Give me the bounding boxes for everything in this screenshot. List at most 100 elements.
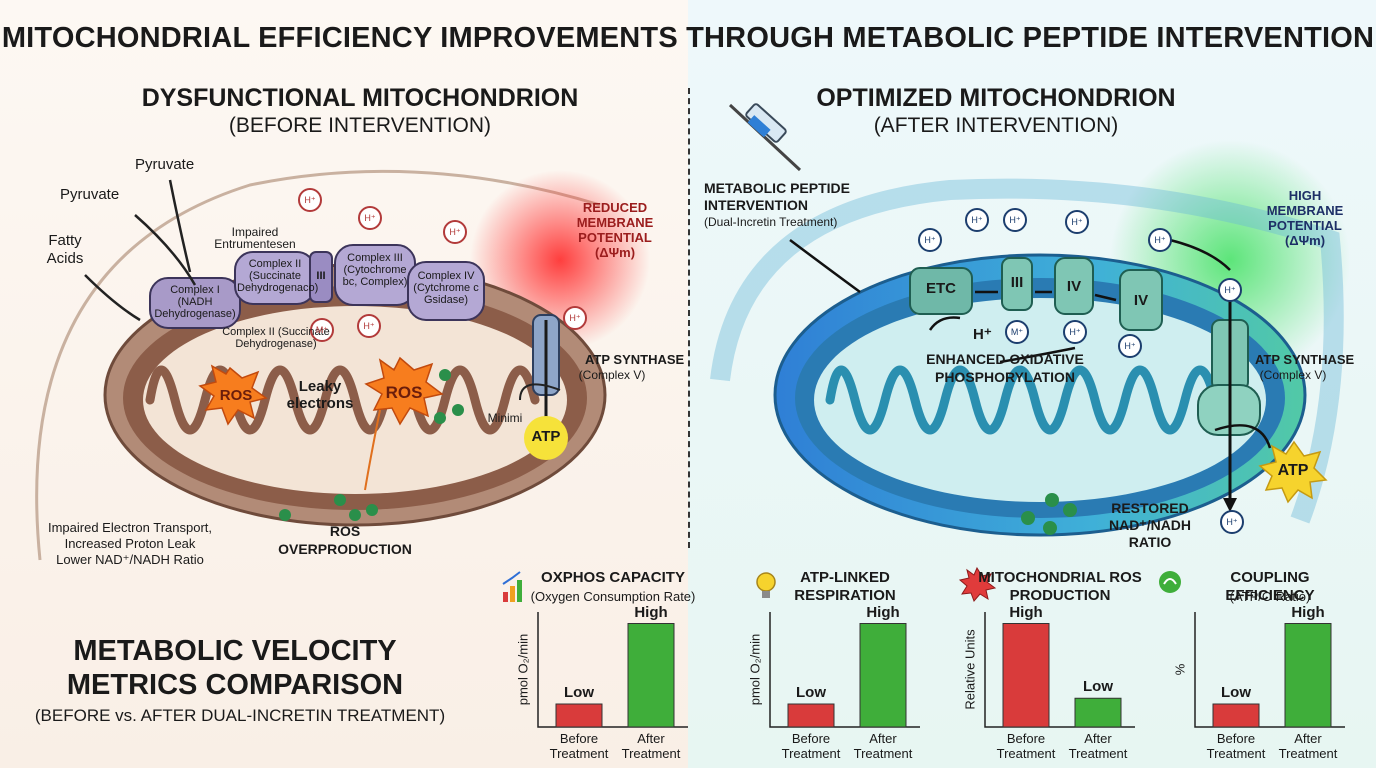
h-ion: H⁺ bbox=[304, 195, 316, 205]
metric-category-2-1: After Treatment bbox=[1068, 731, 1128, 761]
complex-5-right: (Complex V) bbox=[1259, 368, 1327, 382]
metric-bar-2-0 bbox=[1002, 623, 1050, 728]
h-ion: H⁺ bbox=[449, 227, 461, 237]
syringe-icon bbox=[728, 103, 802, 172]
metric-value-label-2-0: High bbox=[1009, 603, 1043, 621]
complex-1-label: Complex I (NADH Dehydrogenase) bbox=[154, 284, 236, 320]
metric-value-label-1-0: Low bbox=[796, 684, 826, 701]
bar-chart-icon bbox=[502, 571, 522, 602]
input-pyruvate-1: Pyruvate bbox=[135, 156, 195, 173]
atp-right: ATP bbox=[1277, 462, 1309, 479]
complex-3-roman: III bbox=[316, 270, 326, 282]
h-ion: H⁺ bbox=[1124, 341, 1136, 351]
metric-title-3: COUPLING EFFICIENCY bbox=[1225, 569, 1315, 604]
metric-category-0-1: After Treatment bbox=[621, 731, 681, 761]
main-title: MITOCHONDRIAL EFFICIENCY IMPROVEMENTS TH… bbox=[1, 22, 1375, 54]
metric-category-3-1: After Treatment bbox=[1278, 731, 1338, 761]
restored-ratio: RESTORED NAD⁺/NADH RATIO bbox=[1108, 500, 1192, 550]
left-subtitle: (BEFORE INTERVENTION) bbox=[228, 114, 492, 137]
impaired-note-2: Increased Proton Leak bbox=[64, 536, 196, 551]
metric-subtitle-0: (Oxygen Consumption Rate) bbox=[530, 589, 696, 604]
metric-bar-0-1 bbox=[627, 623, 675, 728]
metric-value-label-2-1: Low bbox=[1083, 678, 1113, 696]
h-ion: H⁺ bbox=[363, 321, 375, 331]
high-potential: HIGH MEMBRANE POTENTIAL (ΔΨm) bbox=[1266, 188, 1344, 248]
right-subtitle: (AFTER INTERVENTION) bbox=[873, 114, 1119, 137]
impaired-note-1: Impaired Electron Transport, bbox=[47, 520, 213, 535]
h-ion: H⁺ bbox=[924, 235, 936, 245]
h-ion: H⁺ bbox=[1069, 327, 1081, 337]
impaired-notes: Impaired Electron Transport, Increased P… bbox=[20, 520, 240, 568]
complex-5-left: (Complex V) bbox=[578, 368, 646, 382]
h-ion: H⁺ bbox=[1224, 285, 1236, 295]
atp-left: ATP bbox=[531, 428, 561, 445]
lightbulb-icon bbox=[756, 572, 776, 598]
metric-bar-3-0 bbox=[1212, 703, 1260, 728]
metric-bar-2-1 bbox=[1074, 697, 1122, 728]
metric-ylabel-2: Relative Units bbox=[962, 628, 978, 710]
complex-3-right: III bbox=[1010, 274, 1024, 291]
ros-label-1: ROS bbox=[219, 387, 253, 404]
metric-title-2: MITOCHONDRIAL ROS PRODUCTION bbox=[978, 569, 1142, 604]
chart-layer bbox=[537, 612, 1345, 728]
metric-title-1: ATP-LINKED RESPIRATION bbox=[794, 569, 896, 604]
metric-category-1-1: After Treatment bbox=[853, 731, 913, 761]
m-ion: M⁺ bbox=[315, 325, 329, 335]
metric-ylabel-1: pmol O₂/min bbox=[747, 633, 763, 705]
metric-bar-1-1 bbox=[859, 623, 907, 728]
ros-overproduction: ROS OVERPRODUCTION bbox=[278, 523, 412, 557]
metric-ylabel-0: pmol O₂/min bbox=[515, 633, 531, 705]
impaired-note-3: Lower NAD⁺/NADH Ratio bbox=[56, 552, 204, 567]
complex-2-label: Complex II (Succinate Dehydrogenaco) bbox=[237, 258, 319, 294]
leaky-electrons: Leaky electrons bbox=[286, 378, 354, 412]
metric-value-label-1-1: High bbox=[866, 603, 900, 621]
dysfunctional-mitochondrion bbox=[35, 169, 650, 561]
left-title: DYSFUNCTIONAL MITOCHONDRION bbox=[141, 84, 579, 112]
atp-synthase-left: ATP SYNTHASE bbox=[585, 352, 685, 367]
metric-subtitle-3: (ATP/O Ratio) bbox=[1229, 589, 1311, 604]
atp-synthase-right: ATP SYNTHASE bbox=[1255, 352, 1355, 367]
complex-3-label: Complex III (Cytochrome bc, Complex) bbox=[342, 252, 408, 288]
metric-category-1-0: Before Treatment bbox=[781, 731, 841, 761]
metric-value-label-0-1: High bbox=[634, 603, 668, 621]
metric-value-label-3-1: High bbox=[1291, 603, 1325, 621]
reduced-potential: REDUCED MEMBRANE POTENTIAL (ΔΨm) bbox=[576, 200, 654, 260]
h-ion: H⁺ bbox=[1009, 215, 1021, 225]
metric-category-0-0: Before Treatment bbox=[549, 731, 609, 761]
peptide-subtitle: (Dual-Incretin Treatment) bbox=[704, 215, 838, 229]
ros-burst-icon bbox=[958, 566, 997, 602]
velocity-title-1: METABOLIC VELOCITY bbox=[73, 635, 397, 667]
h-ion: H⁺ bbox=[364, 213, 376, 223]
peptide-intervention: METABOLIC PEPTIDE INTERVENTION bbox=[704, 180, 850, 213]
metric-ylabel-3: % bbox=[1172, 663, 1188, 675]
h-ion: H⁺ bbox=[1226, 517, 1238, 527]
impaired-label: Impaired Entrumentesen bbox=[214, 225, 296, 251]
metric-bar-1-0 bbox=[787, 703, 835, 728]
h-ion: H⁺ bbox=[1154, 235, 1166, 245]
minimi-label: Minimi bbox=[487, 411, 523, 425]
coupling-icon bbox=[1159, 571, 1181, 593]
right-title: OPTIMIZED MITOCHONDRION bbox=[816, 84, 1176, 112]
velocity-title-2: METRICS COMPARISON bbox=[66, 669, 404, 701]
h-ion: H⁺ bbox=[569, 313, 581, 323]
metric-category-2-0: Before Treatment bbox=[996, 731, 1056, 761]
velocity-subtitle: (BEFORE vs. AFTER DUAL-INCRETIN TREATMEN… bbox=[34, 706, 446, 725]
metric-bar-0-0 bbox=[555, 703, 603, 728]
metric-bar-3-1 bbox=[1284, 623, 1332, 728]
metric-category-3-0: Before Treatment bbox=[1206, 731, 1266, 761]
complex-4a-right: IV bbox=[1066, 278, 1082, 295]
optimized-mitochondrion bbox=[710, 103, 1350, 537]
hplus-label: H⁺ bbox=[973, 326, 992, 343]
ros-label-2: ROS bbox=[385, 383, 423, 402]
h-ion: H⁺ bbox=[1071, 217, 1083, 227]
h-ion: H⁺ bbox=[971, 215, 983, 225]
input-pyruvate-2: Pyruvate bbox=[60, 186, 120, 203]
complex-2b-label: Complex II (Succinate Dehydrogenase) bbox=[222, 326, 330, 350]
enhanced-oxphos: ENHANCED OXIDATIVE PHOSPHORYLATION bbox=[926, 351, 1084, 385]
m-ion: M⁺ bbox=[1010, 327, 1024, 337]
metric-title-0: OXPHOS CAPACITY bbox=[541, 569, 685, 586]
etc-label: ETC bbox=[926, 280, 956, 297]
metric-value-label-0-0: Low bbox=[564, 684, 594, 701]
input-fatty-acids: Fatty Acids bbox=[46, 232, 84, 267]
